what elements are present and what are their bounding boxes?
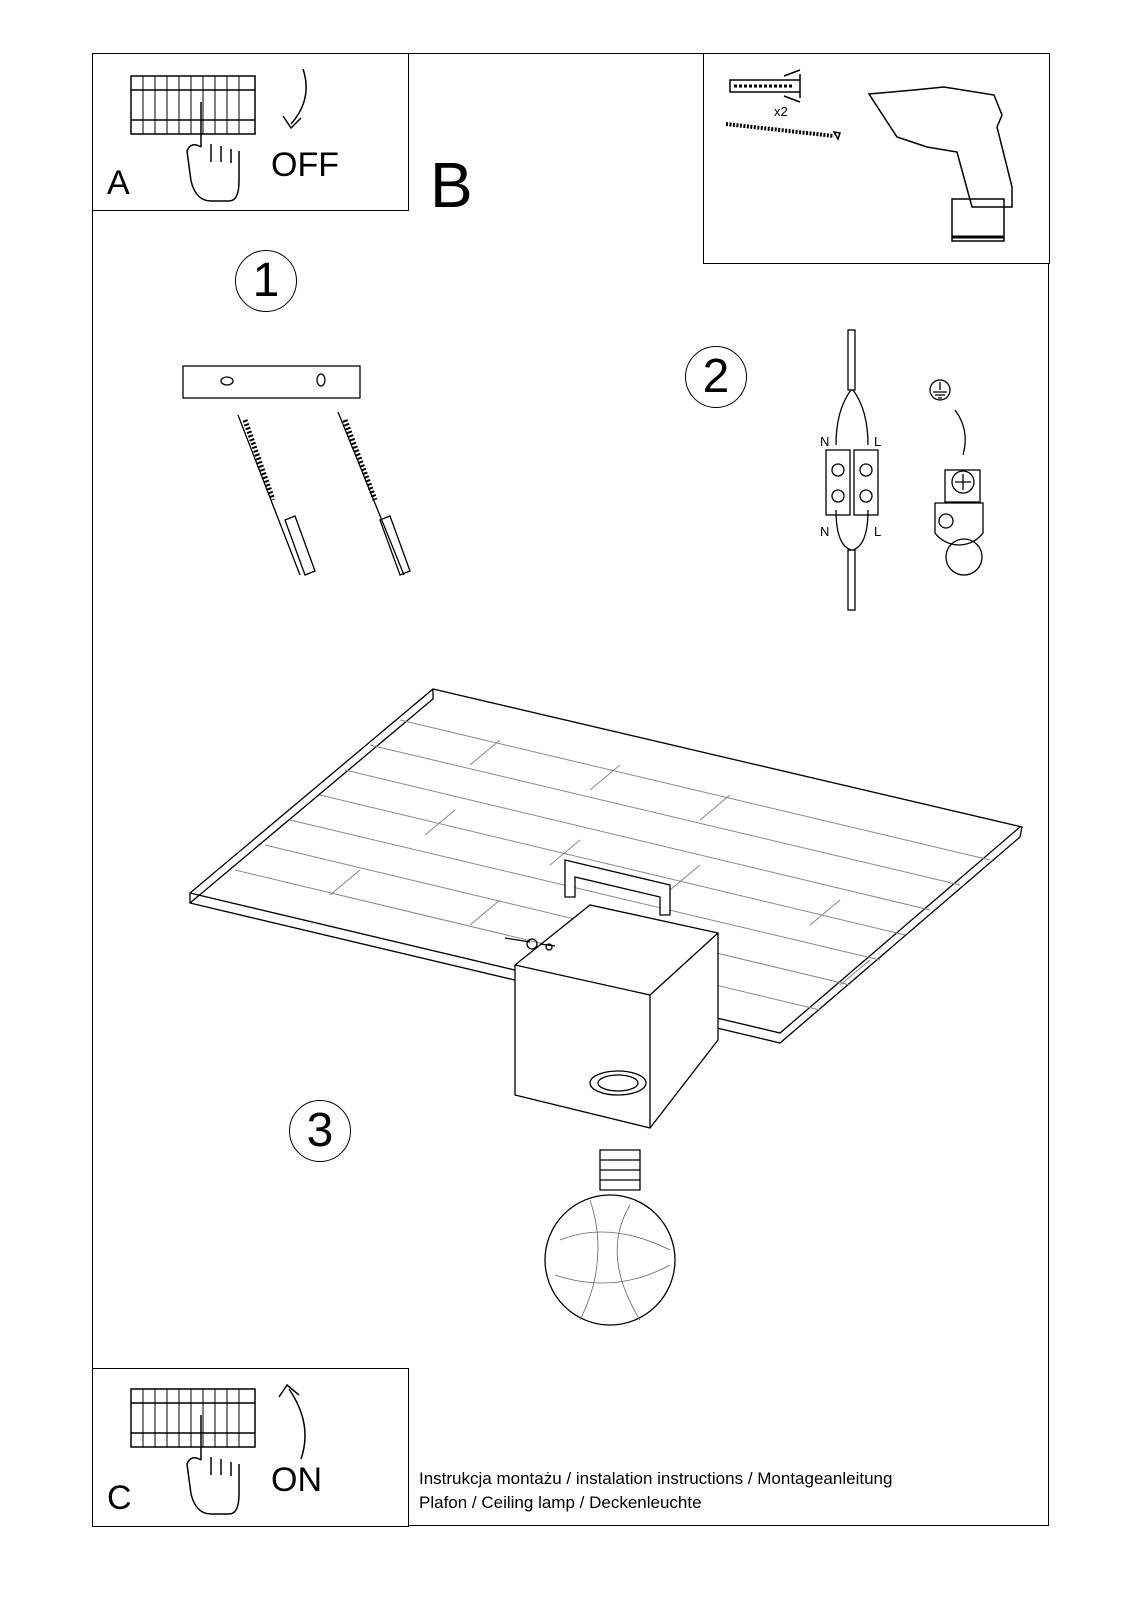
wire-label-n-top: N: [820, 434, 830, 449]
page-frame: [92, 53, 1049, 1526]
quantity-label: x2: [774, 104, 788, 119]
section-b-letter: B: [430, 149, 473, 221]
panel-a-power-off: A OFF: [92, 53, 409, 211]
step-1-badge: 1: [235, 250, 297, 312]
step-2-badge: 2: [685, 346, 747, 408]
panel-c-letter: C: [107, 1479, 132, 1517]
breaker-hand-icon: [130, 68, 307, 202]
panel-a-letter: A: [107, 164, 130, 202]
caption-line-2: Plafon / Ceiling lamp / Deckenleuchte: [419, 1493, 702, 1512]
step-3-badge: 3: [289, 1100, 351, 1162]
tools-panel: x2: [703, 53, 1050, 264]
on-label: ON: [271, 1461, 322, 1499]
panel-c-power-on: C ON: [92, 1368, 409, 1527]
wire-label-l-bottom: L: [874, 524, 882, 539]
wire-label-l-top: L: [874, 434, 882, 449]
breaker-hand-icon: [130, 1383, 306, 1515]
off-label: OFF: [271, 146, 339, 184]
wire-label-n-bottom: N: [820, 524, 830, 539]
caption-line-1: Instrukcja montażu / instalation instruc…: [419, 1469, 893, 1488]
anchor-screw-drill-icon: [725, 69, 1013, 242]
